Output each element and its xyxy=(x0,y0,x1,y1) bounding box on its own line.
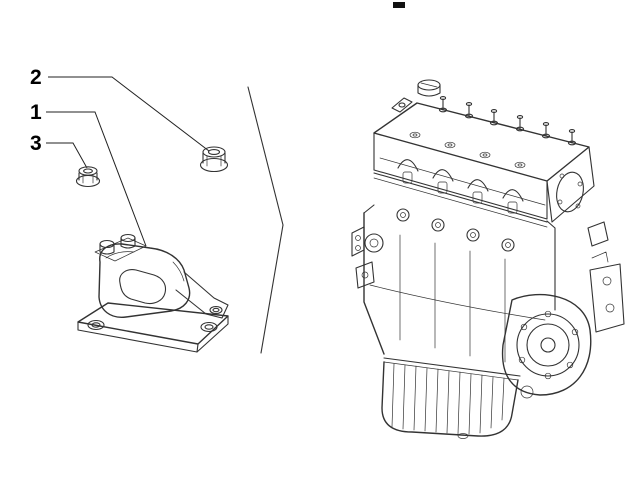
leader-line-3 xyxy=(46,142,88,169)
engine-block xyxy=(351,204,609,363)
intake-ports xyxy=(396,208,515,252)
leader-line-1 xyxy=(46,111,147,247)
callout-label-1[interactable]: 1 xyxy=(30,101,42,124)
mount-stud-bosses xyxy=(94,233,147,262)
mount-rubber-window xyxy=(119,269,167,305)
head-studs xyxy=(438,96,577,146)
grouping-bracket xyxy=(247,86,284,354)
mount-base-plate xyxy=(77,302,229,353)
flange-nut-part-3 xyxy=(75,166,101,188)
engine-assembly xyxy=(351,79,625,439)
callout-label-2[interactable]: 2 xyxy=(30,66,42,89)
leader-line-2 xyxy=(48,76,210,152)
flywheel-housing xyxy=(501,251,625,396)
leader-lines xyxy=(46,76,210,247)
mount-body-outline xyxy=(98,243,191,318)
head-end-cover xyxy=(546,146,595,223)
spark-plug-wells xyxy=(409,131,526,169)
cylinder-head xyxy=(373,132,595,228)
valve-cover xyxy=(373,96,590,182)
flange-nut-part-2 xyxy=(199,146,229,173)
oil-pan xyxy=(381,357,534,439)
callout-label-3[interactable]: 3 xyxy=(30,132,42,155)
registration-mark xyxy=(393,2,405,8)
oil-pan-ribs xyxy=(391,363,505,435)
engine-mount-bracket-part xyxy=(77,233,229,353)
mount-right-arm xyxy=(175,271,229,319)
lifting-bracket xyxy=(391,97,413,113)
oil-filler-cap xyxy=(417,79,441,97)
